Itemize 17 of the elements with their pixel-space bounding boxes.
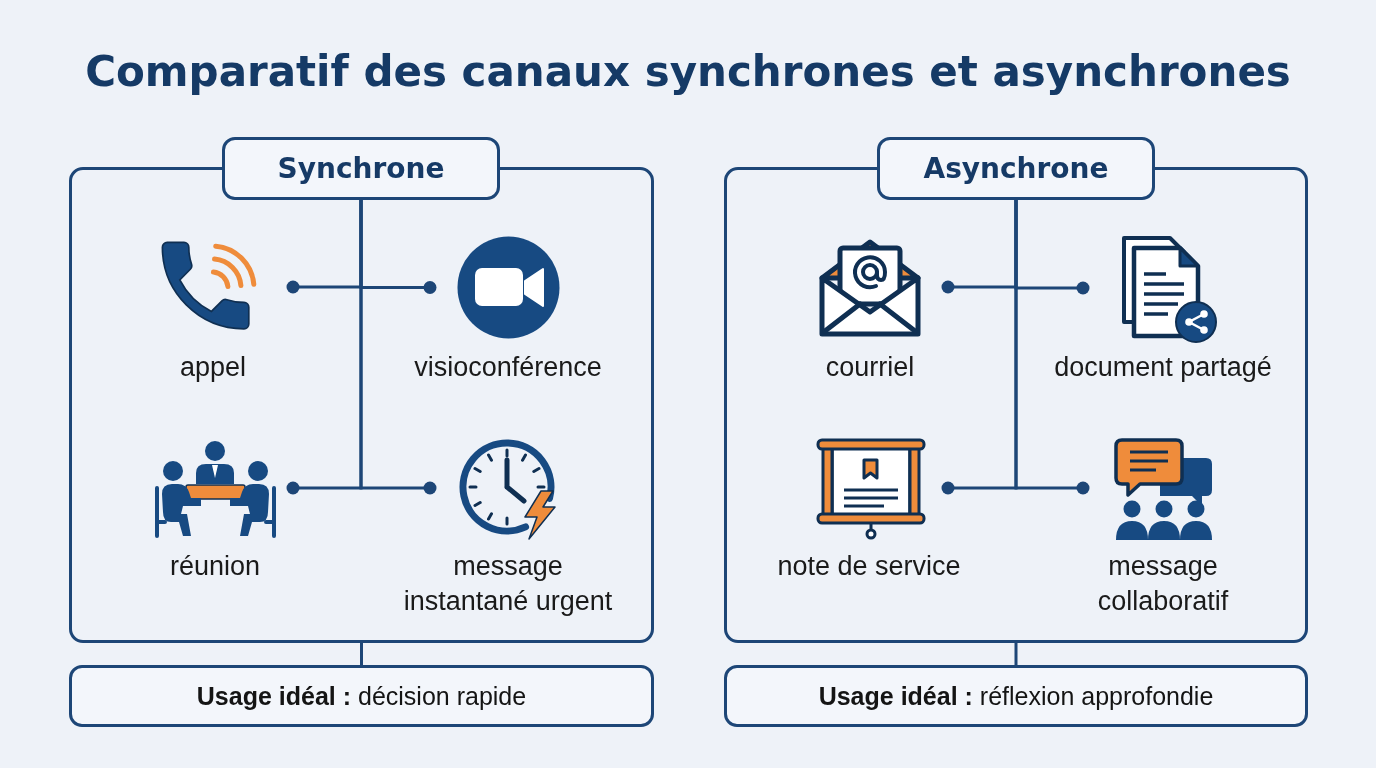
channel-label: appel: [179, 351, 247, 384]
connector-line: [359, 200, 437, 495]
usage-note: Usage idéal : décision rapide: [69, 665, 654, 727]
channel-label: visioconférence: [413, 351, 603, 384]
channel-label: document partagé: [1053, 351, 1273, 384]
section-heading: Asynchrone: [877, 137, 1155, 200]
channel-label: note de service: [776, 550, 962, 583]
diagram-title: Comparatif des canaux synchrones et asynchrones: [85, 47, 1291, 97]
channel-label: message collaboratif: [1097, 550, 1229, 618]
connector-line: [1014, 643, 1018, 665]
connector-line: [1014, 200, 1090, 495]
usage-note: Usage idéal : réflexion approfondie: [724, 665, 1308, 727]
channel-label: message instantané urgent: [403, 550, 613, 618]
section-heading: Synchrone: [222, 137, 500, 200]
channel-label: réunion: [169, 550, 261, 583]
connector-line: [360, 643, 363, 665]
channel-label: courriel: [825, 351, 915, 384]
